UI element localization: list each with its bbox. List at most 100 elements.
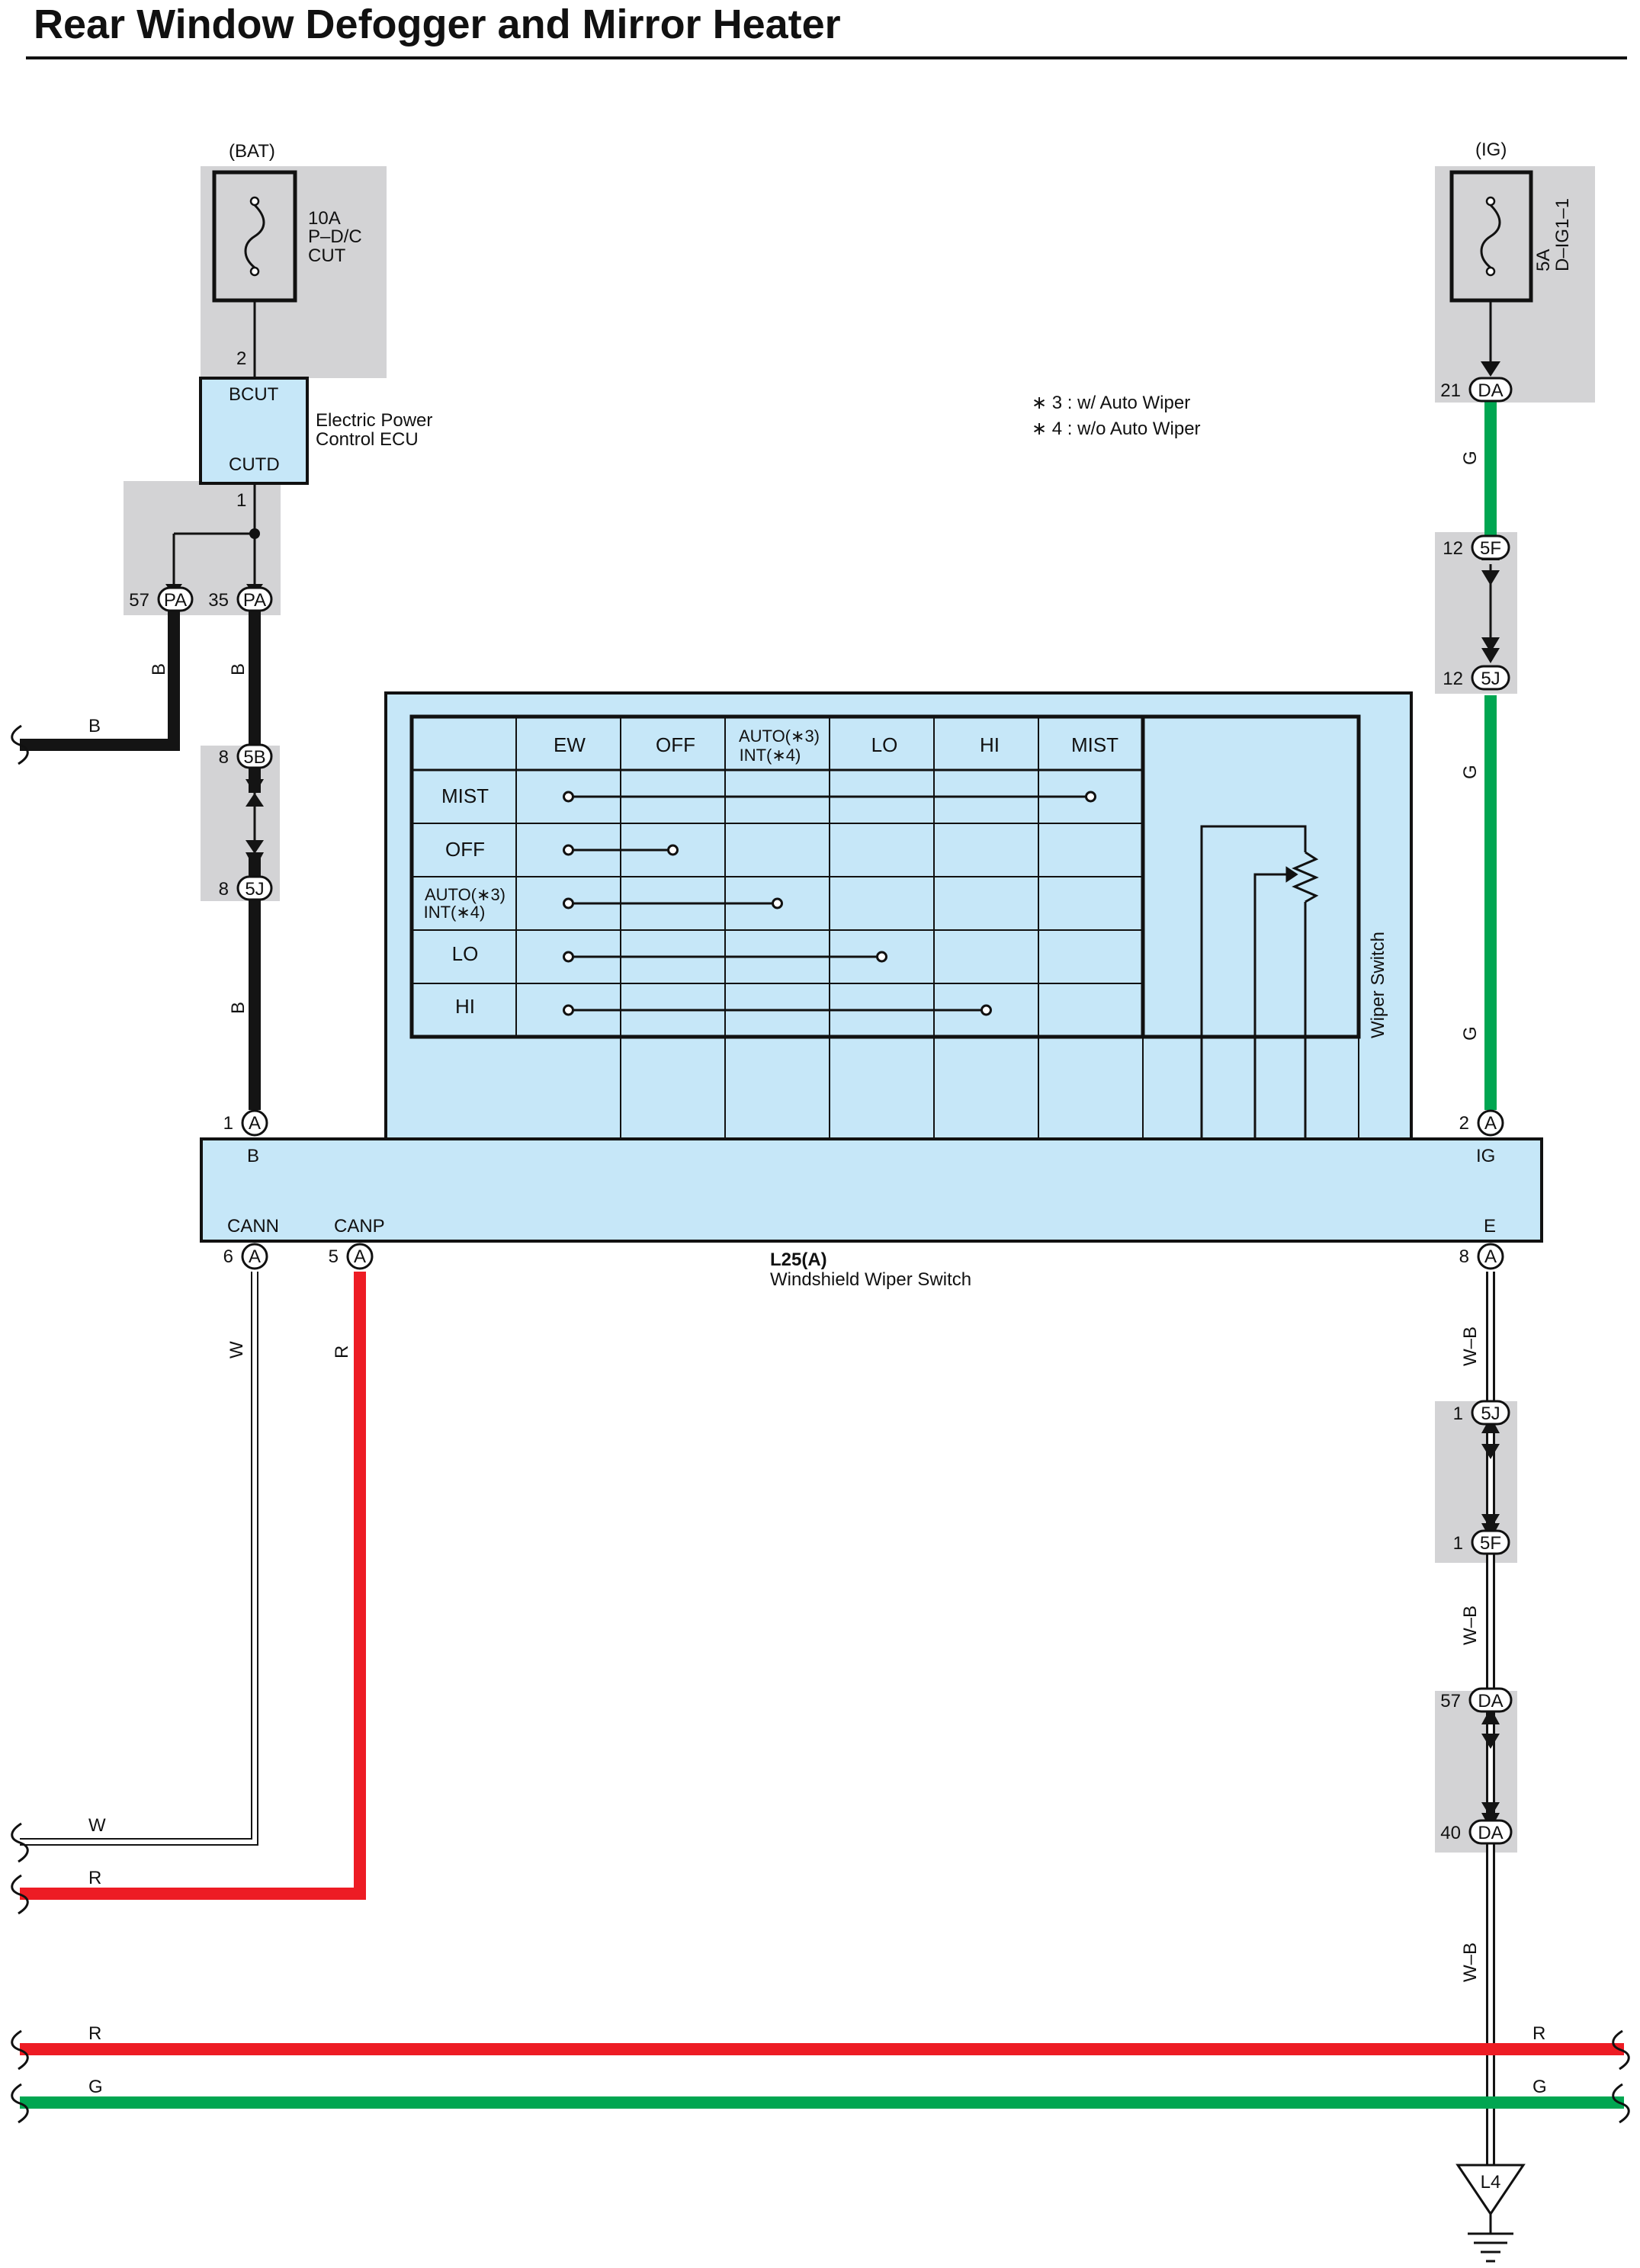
ig-fuse-rating: 5A xyxy=(1533,249,1554,271)
row-int: INT(∗4) xyxy=(424,903,486,922)
connector-no: 8 xyxy=(219,879,229,900)
contact-point xyxy=(876,951,887,963)
connector-12-5j: 5J 12 xyxy=(1443,665,1510,691)
connector-code: A xyxy=(354,1246,366,1267)
connector-code: A xyxy=(249,1113,261,1134)
row-hi: HI xyxy=(455,995,475,1018)
connector-code: 5J xyxy=(1481,669,1500,689)
wire-label-r-bus-right: R xyxy=(1532,2023,1545,2044)
wire-label-g-2: G xyxy=(1460,765,1481,779)
contact-point xyxy=(980,1004,992,1016)
wire-label-wb-3: W–B xyxy=(1460,1942,1481,1982)
contact-point xyxy=(563,897,574,909)
bat-fuse-name-1: P–D/C xyxy=(308,226,362,247)
col-ew: EW xyxy=(554,733,586,756)
connector-code: DA xyxy=(1478,1691,1503,1711)
r-wire xyxy=(20,1272,366,1900)
connector-no: 5 xyxy=(329,1246,339,1267)
connector-no: 12 xyxy=(1443,669,1463,689)
wire-label-wb-1: W–B xyxy=(1460,1326,1481,1366)
ig-fuse-name: D–IG1–1 xyxy=(1552,198,1573,271)
row-off: OFF xyxy=(445,838,485,861)
col-hi: HI xyxy=(980,733,1000,756)
connector-12-5f: 5F 12 xyxy=(1443,534,1510,560)
bat-fuse xyxy=(212,170,297,303)
col-lo: LO xyxy=(871,733,898,756)
w-wire xyxy=(20,1272,258,1846)
connector-no: 1 xyxy=(1453,1533,1463,1554)
connector-40-da: DA 40 xyxy=(1440,1819,1513,1845)
connector-code: A xyxy=(249,1246,261,1267)
wire-label-g-1: G xyxy=(1460,451,1481,465)
wire-label-w-left: W xyxy=(88,1815,106,1836)
ecu-pin-no-top: 2 xyxy=(236,348,246,369)
col-mist: MIST xyxy=(1071,733,1118,756)
bat-label: (BAT) xyxy=(229,141,275,162)
bat-fuse-rating: 10A xyxy=(308,208,341,229)
note-2: ∗ 4 : w/o Auto Wiper xyxy=(1032,419,1201,439)
connector-8-a: A 8 xyxy=(1459,1243,1504,1270)
connector-21-da: DA 21 xyxy=(1440,377,1513,403)
variable-resistor xyxy=(1200,825,1319,1139)
wiper-switch-panel xyxy=(384,691,1413,1144)
wire-breaks xyxy=(11,724,1630,2124)
connector-57-da: DA 57 xyxy=(1440,1687,1513,1713)
connector-no: 1 xyxy=(223,1113,233,1134)
pin-canp: CANP xyxy=(334,1216,385,1237)
connector-8-5j: 5J 8 xyxy=(219,875,273,901)
arrows-top xyxy=(165,361,1500,596)
switch-name: Windshield Wiper Switch xyxy=(770,1269,971,1290)
ecu-pin-bcut: BCUT xyxy=(229,384,279,405)
connector-code: 5J xyxy=(1481,1403,1500,1424)
page-title: Rear Window Defogger and Mirror Heater xyxy=(34,2,841,47)
connector-code: 5F xyxy=(1480,538,1501,559)
contact-point xyxy=(667,844,679,856)
connector-no: 2 xyxy=(1459,1113,1469,1134)
wire-label-b-35pa: B xyxy=(228,663,249,675)
contact-point xyxy=(563,844,574,856)
connector-1-a: A 1 xyxy=(223,1109,268,1137)
connector-no: 8 xyxy=(219,747,229,768)
ecu-pin-no-bottom: 1 xyxy=(236,490,246,511)
arrows-5b-5j xyxy=(246,779,264,869)
wire-label-b-horizontal: B xyxy=(88,716,101,736)
title-rule xyxy=(26,56,1627,59)
wire-label-r-bus-left: R xyxy=(88,2023,101,2044)
col-auto: AUTO(∗3) xyxy=(739,727,820,746)
connector-1-5f: 5F 1 xyxy=(1453,1529,1510,1555)
row-mist: MIST xyxy=(441,784,489,807)
wire-label-g-3: G xyxy=(1460,1026,1481,1041)
row-auto: AUTO(∗3) xyxy=(425,885,505,904)
wire-label-g-bus-left: G xyxy=(88,2077,103,2097)
connector-35-pa: PA 35 xyxy=(208,586,273,612)
switch-code: L25(A) xyxy=(770,1249,827,1270)
connector-code: A xyxy=(1484,1113,1497,1134)
ecu-pin-cutd: CUTD xyxy=(229,454,280,475)
connector-code: PA xyxy=(243,590,266,611)
ecu-box xyxy=(199,377,309,485)
connector-2-a: A 2 xyxy=(1459,1109,1504,1137)
switch-grid xyxy=(409,714,1361,1139)
connector-code: 5F xyxy=(1480,1533,1501,1554)
wire-label-wb-2: W–B xyxy=(1460,1606,1481,1645)
connector-6-a: A 6 xyxy=(223,1243,268,1270)
contact-point xyxy=(563,1004,574,1016)
connector-no: 12 xyxy=(1443,538,1463,559)
splice-point xyxy=(249,528,260,539)
pin-e: E xyxy=(1484,1216,1496,1237)
col-off: OFF xyxy=(656,733,695,756)
connector-57-pa: PA 57 xyxy=(129,586,194,612)
wire-label-g-bus-right: G xyxy=(1532,2077,1547,2097)
wiper-switch-label: Wiper Switch xyxy=(1368,932,1388,1038)
pin-b: B xyxy=(247,1146,259,1166)
connector-code: DA xyxy=(1478,1823,1503,1843)
wire-label-w: W xyxy=(226,1341,247,1359)
connector-no: 57 xyxy=(129,590,149,611)
connector-1-5j: 5J 1 xyxy=(1453,1400,1510,1426)
connector-code: DA xyxy=(1478,380,1503,401)
connector-no: 57 xyxy=(1440,1691,1461,1711)
contact-point xyxy=(563,791,574,803)
bat-fuse-name-2: CUT xyxy=(308,245,346,266)
connector-no: 6 xyxy=(223,1246,233,1267)
